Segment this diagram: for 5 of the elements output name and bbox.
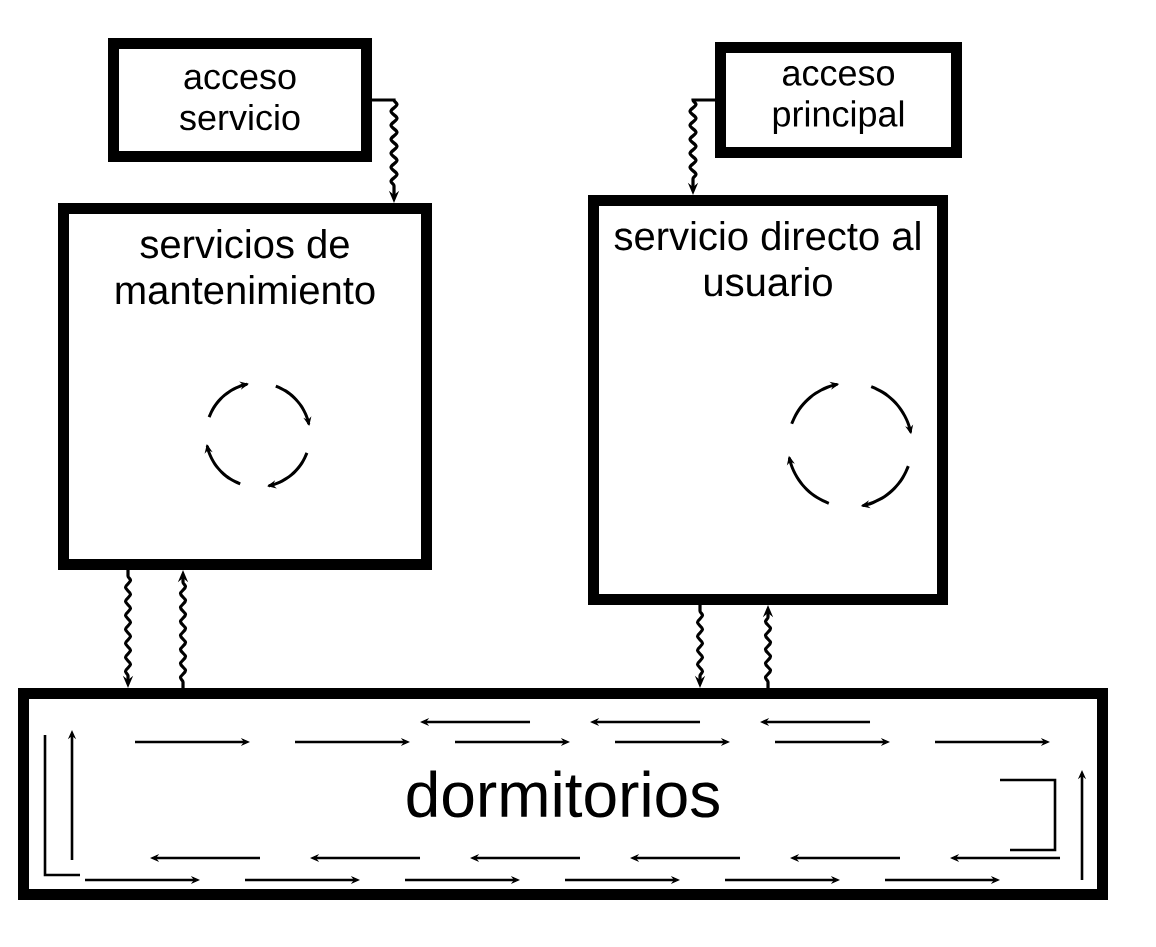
- room-box: servicio directo al usuario: [588, 195, 948, 605]
- room-box: servicios de mantenimiento: [58, 203, 432, 570]
- room-box: dormitorios: [18, 688, 1108, 900]
- room-box: acceso servicio: [108, 38, 372, 162]
- room-box: acceso principal: [715, 42, 962, 158]
